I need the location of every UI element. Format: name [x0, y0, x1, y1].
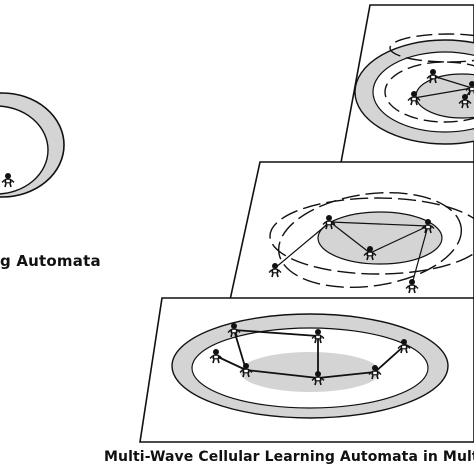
left-partial-diagram: [0, 92, 65, 198]
bottom-caption: Multi-Wave Cellular Learning Automata in…: [104, 449, 474, 465]
layer-middle: [229, 161, 474, 301]
layer-top: [339, 4, 474, 169]
layer-bottom: [139, 297, 474, 443]
left-caption-fragment: g Automata: [0, 252, 101, 270]
